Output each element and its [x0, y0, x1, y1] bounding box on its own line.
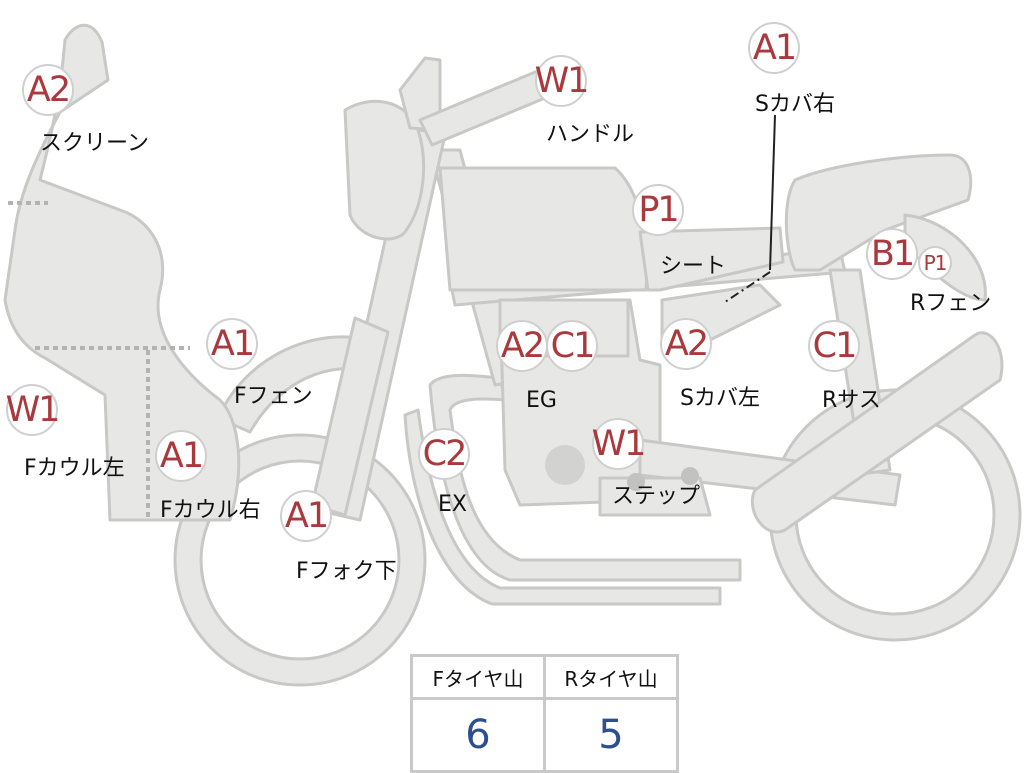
headlight-shape	[343, 99, 426, 241]
scover-left-grade-badge: A2	[660, 318, 712, 370]
rfender-grade-badge: B1	[866, 228, 918, 280]
ffork-label: Fフォク下	[296, 559, 397, 584]
step-label: ステップ	[612, 484, 701, 509]
rear-tire-header: Rタイヤ山	[543, 654, 679, 700]
fcowl-right-grade-badge: A1	[155, 430, 207, 482]
ffender-grade-badge: A1	[206, 318, 258, 370]
scover-right-grade-badge: A1	[748, 22, 800, 74]
front-wheel	[173, 433, 427, 687]
tail-cowl-shape	[784, 153, 973, 272]
engine-cover-circle	[545, 445, 585, 485]
front-fork-lower-shape	[310, 316, 390, 517]
fcowl-left-label: Fカウル左	[24, 456, 125, 481]
fuel-tank-shape	[438, 166, 649, 292]
exhaust-label: EX	[438, 492, 467, 517]
screen-grade-badge: A2	[22, 64, 74, 116]
rsus-grade-badge: C1	[808, 320, 860, 372]
rfender-sub-grade-badge: P1	[918, 246, 952, 280]
seat-base-shape	[638, 226, 785, 292]
meter-shape	[398, 56, 442, 132]
tire-table-header-row: Fタイヤ山 Rタイヤ山	[410, 654, 679, 700]
rfender-label: Rフェン	[910, 291, 992, 316]
engine-c-grade-badge: C1	[546, 320, 598, 372]
rear-tire-value: 5	[543, 697, 679, 773]
handle-grade-badge: W1	[535, 55, 589, 107]
fcowl-left-grade-badge: W1	[6, 384, 60, 436]
step-grade-badge: W1	[592, 418, 646, 470]
seat-label: シート	[660, 254, 727, 279]
screen-label: スクリーン	[40, 131, 149, 156]
front-tire-header: Fタイヤ山	[410, 654, 546, 700]
step-shape	[598, 476, 712, 517]
exhaust-grade-badge: C2	[418, 428, 470, 480]
tire-table-value-row: 6 5	[410, 697, 679, 773]
scover-right-label: Sカバ右	[755, 92, 835, 117]
engine-a-grade-badge: A2	[496, 320, 548, 372]
step-peg-left	[627, 473, 645, 491]
handle-label: ハンドル	[546, 122, 635, 147]
engine-label: EG	[526, 388, 557, 413]
scover-right-leader-vertical	[769, 114, 776, 271]
front-cowl-shape	[3, 23, 241, 522]
front-tire-value: 6	[410, 697, 546, 773]
ffender-label: Fフェン	[234, 384, 313, 409]
step-peg-right	[681, 467, 699, 485]
ffork-grade-badge: A1	[280, 490, 332, 542]
scover-left-label: Sカバ左	[680, 386, 760, 411]
seat-grade-badge: P1	[632, 184, 684, 236]
fcowl-right-label: Fカウル右	[160, 498, 261, 523]
rsus-label: Rサス	[822, 388, 881, 413]
scover-right-leader-diagonal	[724, 271, 771, 303]
tire-tread-table: Fタイヤ山 Rタイヤ山 6 5	[410, 654, 679, 773]
muffler-shape	[750, 331, 1004, 534]
exhaust-pipe-lower-shape	[403, 408, 722, 606]
